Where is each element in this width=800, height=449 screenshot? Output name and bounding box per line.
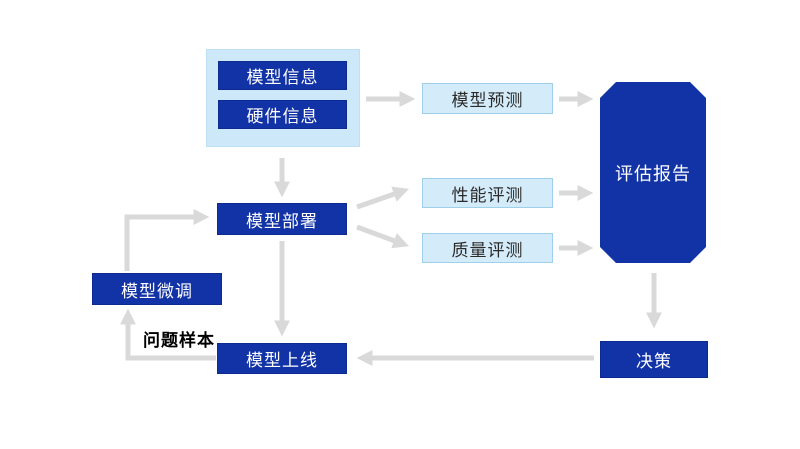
node-hardware-info-label: 硬件信息 xyxy=(246,107,319,127)
node-performance-eval: 性能评测 xyxy=(422,178,553,208)
node-performance-eval-label: 性能评测 xyxy=(451,185,524,206)
node-model-launch: 模型上线 xyxy=(217,343,347,374)
node-model-finetune: 模型微调 xyxy=(92,273,222,305)
node-evaluation-report-label: 评估报告 xyxy=(615,163,691,185)
node-model-deployment-label: 模型部署 xyxy=(246,211,318,232)
node-model-prediction: 模型预测 xyxy=(422,83,553,114)
node-hardware-info: 硬件信息 xyxy=(218,100,347,129)
node-decision-label: 决策 xyxy=(636,352,672,372)
node-model-prediction-label: 模型预测 xyxy=(451,91,524,111)
node-model-info-label: 模型信息 xyxy=(246,68,319,88)
node-model-launch-label: 模型上线 xyxy=(246,351,318,371)
edge-label-problem-samples: 问题样本 xyxy=(143,331,215,351)
node-quality-eval: 质量评测 xyxy=(422,233,553,263)
node-model-deployment: 模型部署 xyxy=(217,203,347,235)
node-quality-eval-label: 质量评测 xyxy=(451,240,524,261)
arrow-deployment-to-performance xyxy=(356,186,410,210)
node-model-info: 模型信息 xyxy=(218,61,347,90)
arrow-finetune-to-deployment xyxy=(124,208,210,271)
node-model-finetune-label: 模型微调 xyxy=(121,281,193,302)
node-evaluation-report: 评估报告 xyxy=(600,82,706,263)
node-decision: 决策 xyxy=(600,341,708,378)
arrow-deployment-to-quality xyxy=(356,224,410,249)
